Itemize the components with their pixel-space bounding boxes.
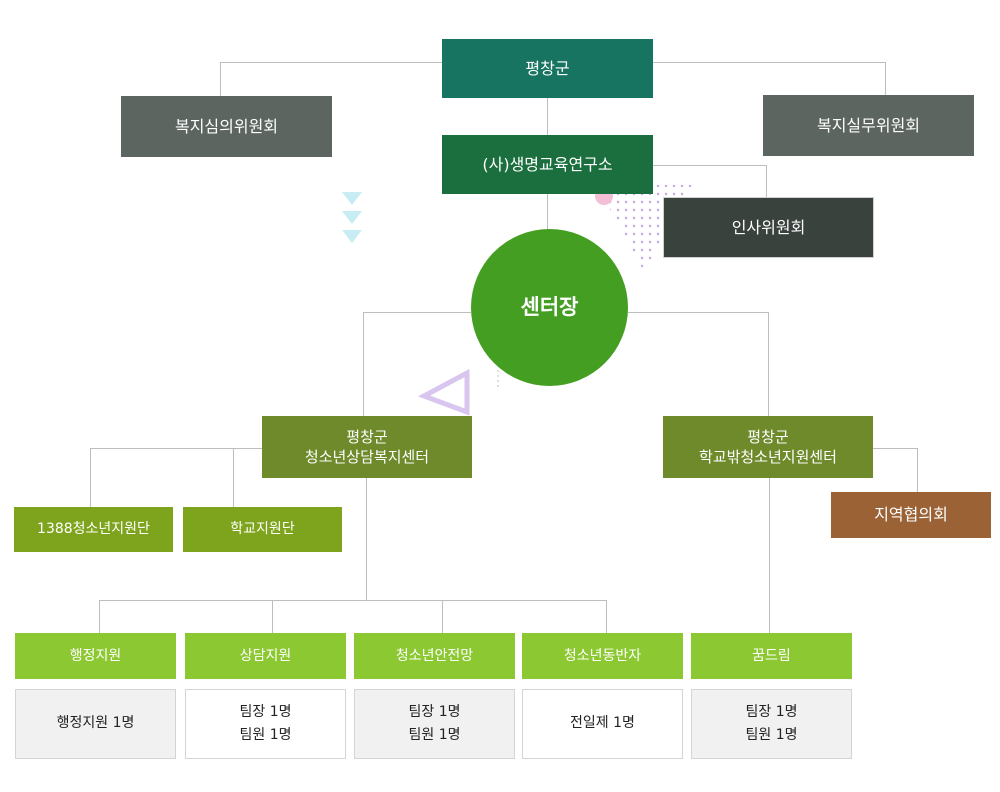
dept-safety-net-node: 청소년안전망 xyxy=(354,633,515,679)
outline-triangle xyxy=(417,368,470,416)
connector xyxy=(363,312,471,313)
down-arrow-2 xyxy=(342,211,362,224)
connector xyxy=(766,165,767,197)
team-1388-node: 1388청소년지원단 xyxy=(14,507,173,552)
director-node: 센터장 xyxy=(471,229,628,386)
counsel-center-node: 평창군 청소년상담복지센터 xyxy=(262,416,472,478)
down-arrow-3 xyxy=(342,230,362,243)
connector xyxy=(233,448,234,507)
staff-box-counsel: 팀장 1명 팀원 1명 xyxy=(185,689,346,759)
connector xyxy=(628,312,769,313)
connector xyxy=(768,312,769,416)
connector xyxy=(99,600,607,601)
right-committee-node: 복지실무위원회 xyxy=(763,95,974,156)
staff-line: 전일제 1명 xyxy=(570,715,635,732)
staff-line: 팀장 1명 xyxy=(239,703,292,720)
connector xyxy=(90,448,91,507)
school-support-team-node: 학교지원단 xyxy=(183,507,342,552)
staff-box-companion: 전일제 1명 xyxy=(522,689,683,759)
staff-line: 팀원 1명 xyxy=(745,727,798,743)
staff-line: 행정지원 1명 xyxy=(56,715,135,732)
connector xyxy=(90,448,262,449)
down-arrow-1 xyxy=(342,192,362,205)
connector xyxy=(653,62,885,63)
connector xyxy=(917,448,918,492)
staff-box-dream: 팀장 1명 팀원 1명 xyxy=(691,689,852,759)
connector xyxy=(606,600,607,633)
connector xyxy=(99,600,100,633)
dept-admin-node: 행정지원 xyxy=(15,633,176,679)
staff-box-admin: 행정지원 1명 xyxy=(15,689,176,759)
left-committee-node: 복지심의위원회 xyxy=(121,96,332,157)
regional-council-node: 지역협의회 xyxy=(831,492,991,538)
connector xyxy=(363,312,364,416)
connector xyxy=(653,165,767,166)
staff-line: 팀원 1명 xyxy=(408,727,461,743)
hr-committee-node: 인사위원회 xyxy=(663,197,874,258)
dept-dream-node: 꿈드림 xyxy=(691,633,852,679)
connector xyxy=(272,600,273,633)
institute-node: (사)생명교육연구소 xyxy=(442,135,653,194)
dept-counsel-node: 상담지원 xyxy=(185,633,346,679)
connector xyxy=(220,62,442,63)
dept-companion-node: 청소년동반자 xyxy=(522,633,683,679)
connector xyxy=(872,448,918,449)
top-node: 평창군 xyxy=(442,39,653,98)
connector xyxy=(885,62,886,95)
connector xyxy=(547,194,548,230)
staff-line: 팀원 1명 xyxy=(239,727,292,743)
connector xyxy=(220,62,221,96)
connector xyxy=(366,478,367,600)
staff-line: 팀장 1명 xyxy=(408,703,461,720)
connector xyxy=(442,600,443,633)
outschool-center-node: 평창군 학교밖청소년지원센터 xyxy=(663,416,873,478)
staff-box-safety-net: 팀장 1명 팀원 1명 xyxy=(354,689,515,759)
staff-line: 팀장 1명 xyxy=(745,703,798,720)
connector xyxy=(547,98,548,135)
connector xyxy=(769,478,770,633)
